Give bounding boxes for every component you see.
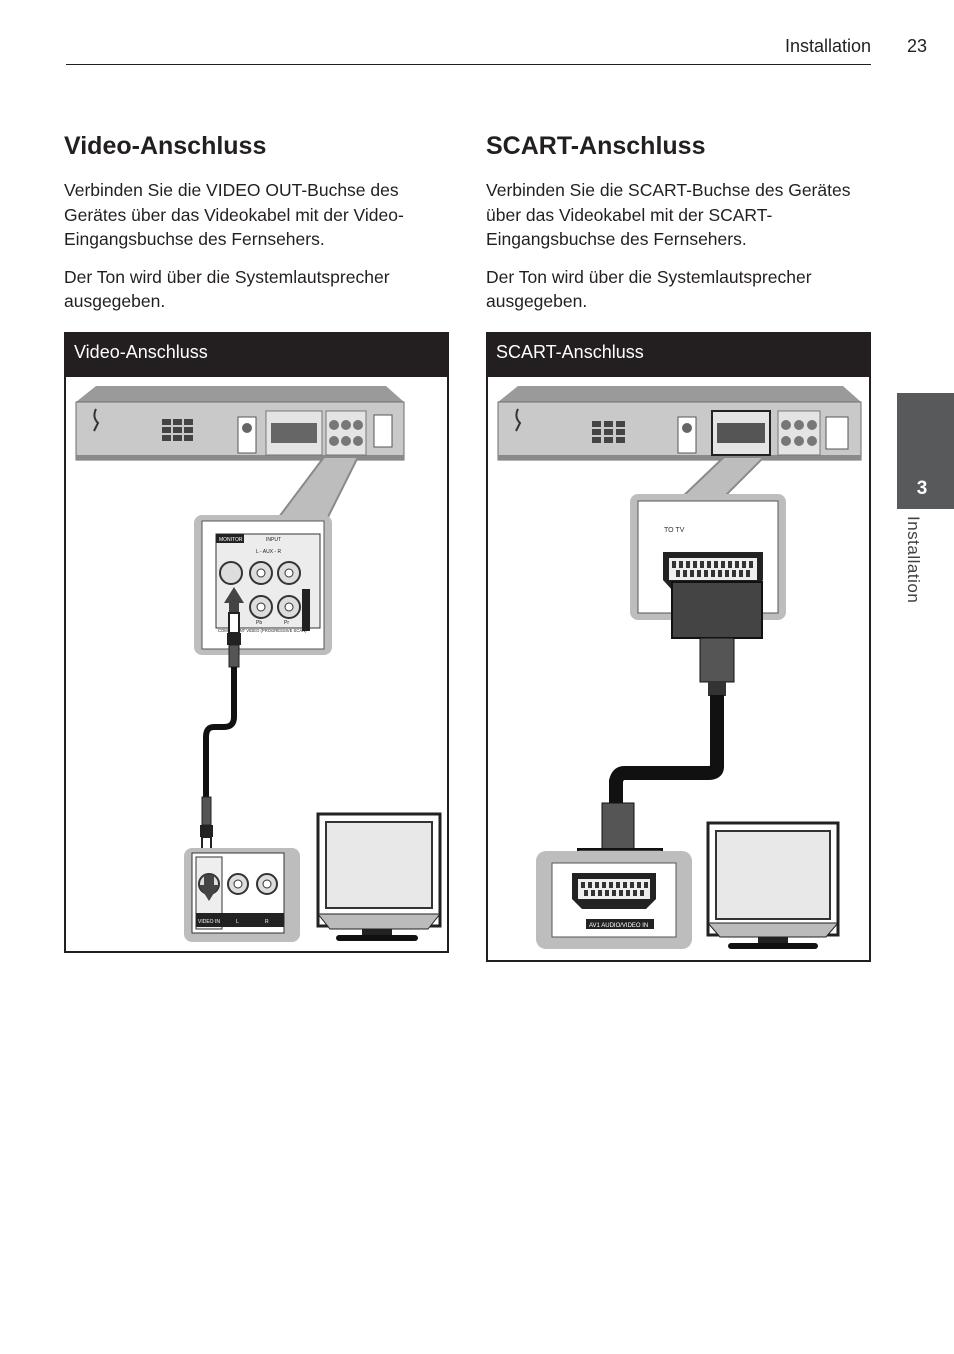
tv-input-panel: VIDEO IN L R — [184, 848, 300, 942]
rear-panel-zoom: MONITOR INPUT L - AUX - R Pb Pr COMPONEN… — [194, 515, 332, 655]
av1-label: AV1 AUDIO/VIDEO IN — [589, 923, 648, 929]
video-paragraph-1: Verbinden Sie die VIDEO OUT-Buchse des G… — [64, 180, 404, 249]
page-number: 23 — [907, 36, 928, 56]
page-header: Installation 23 — [0, 0, 954, 70]
video-paragraph-2: Der Ton wird über die Systemlautsprecher… — [64, 266, 390, 312]
video-heading: Video-Anschluss — [64, 132, 267, 160]
scart-figure: SCART-Anschluss TO TV — [486, 332, 871, 962]
header-divider — [66, 64, 871, 65]
l-label: L — [236, 919, 239, 925]
monitor-label: MONITOR — [219, 537, 243, 543]
scart-heading: SCART-Anschluss — [486, 132, 706, 160]
scart-connection-illustration: TO TV AV1 AUDIO/VID — [497, 386, 862, 949]
scart-paragraph-1: Verbinden Sie die SCART-Buchse des Gerät… — [486, 180, 851, 249]
scart-section: SCART-Anschluss Verbinden Sie die SCART-… — [486, 128, 871, 314]
chapter-label: Installation — [904, 516, 923, 604]
aux-label: L - AUX - R — [256, 549, 281, 555]
r-label: R — [265, 919, 269, 925]
video-in-label: VIDEO IN — [198, 919, 220, 925]
receiver-device-icon — [75, 386, 405, 461]
video-section: Video-Anschluss Verbinden Sie die VIDEO … — [64, 128, 449, 314]
tv-scart-panel: AV1 AUDIO/VIDEO IN — [536, 851, 692, 949]
scart-paragraph-2: Der Ton wird über die Systemlautsprecher… — [486, 266, 812, 312]
pb-label: Pb — [256, 620, 262, 626]
scart-figure-caption: SCART-Anschluss — [488, 334, 869, 377]
chapter-tab — [897, 393, 954, 509]
video-figure: Video-Anschluss — [64, 332, 449, 953]
component-label: COMPONENT VIDEO (PROGRESSIVE SCAN) — [218, 628, 307, 633]
tv-icon — [316, 812, 442, 941]
input-label: INPUT — [266, 537, 281, 543]
chapter-number: 3 — [916, 478, 928, 499]
receiver-device-icon — [497, 386, 862, 461]
tv-icon — [706, 821, 840, 949]
pr-label: Pr — [284, 620, 289, 626]
video-connection-illustration: MONITOR INPUT L - AUX - R Pb Pr COMPONEN… — [75, 386, 442, 942]
to-tv-label: TO TV — [664, 527, 685, 534]
video-figure-caption: Video-Anschluss — [66, 334, 447, 377]
header-title: Installation — [784, 36, 871, 56]
